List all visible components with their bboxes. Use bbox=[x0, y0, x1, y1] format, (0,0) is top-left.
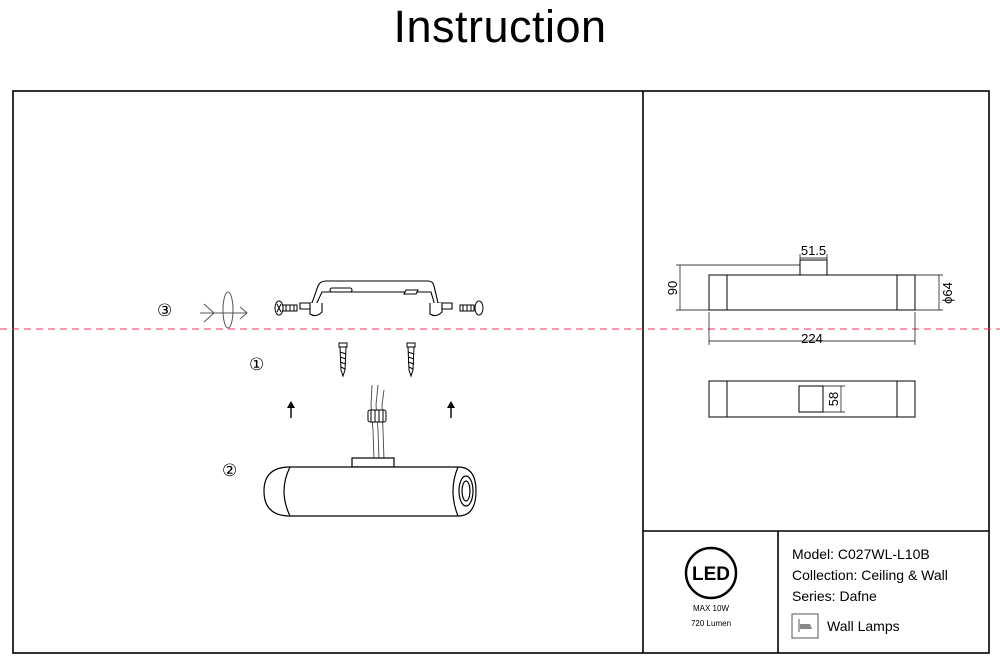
series-label: Series: Dafne bbox=[792, 588, 877, 604]
led-badge-icon: LED bbox=[684, 546, 738, 600]
wall-screw-right-icon bbox=[406, 342, 416, 378]
led-logo-text: LED bbox=[692, 564, 730, 585]
category-label: Wall Lamps bbox=[827, 618, 900, 634]
mount-height-dimension: 58 bbox=[826, 392, 841, 406]
front-view-dimension-lines bbox=[676, 254, 943, 345]
bottom-view-drawing bbox=[708, 380, 916, 418]
front-view-drawing bbox=[708, 259, 916, 311]
rotate-arrow-icon bbox=[200, 291, 248, 329]
outer-frame bbox=[12, 90, 990, 654]
lamp-body-icon bbox=[263, 457, 477, 517]
left-bracket-screw-icon bbox=[274, 300, 298, 316]
model-label: Model: C027WL-L10B bbox=[792, 546, 930, 562]
length-dimension: 224 bbox=[801, 331, 823, 346]
wire-connector-icon bbox=[367, 409, 387, 423]
up-arrow-right-icon bbox=[447, 401, 455, 418]
mounting-bracket-icon bbox=[299, 280, 453, 317]
collection-label: Collection: Ceiling & Wall bbox=[792, 567, 948, 583]
wall-screw-left-icon bbox=[338, 342, 348, 378]
top-width-dimension: 51.5 bbox=[801, 243, 826, 258]
step-three-marker: ③ bbox=[157, 301, 173, 320]
diameter-dimension: ϕ64 bbox=[940, 282, 955, 304]
page-title: Instruction bbox=[393, 1, 607, 52]
step-one-marker: ① bbox=[249, 355, 265, 374]
power-spec: MAX 10W bbox=[692, 604, 729, 613]
step-two-marker: ② bbox=[222, 461, 238, 480]
up-arrow-left-icon bbox=[287, 401, 295, 418]
height-dimension: 90 bbox=[665, 281, 680, 295]
lumen-spec: 720 Lumen bbox=[690, 619, 732, 628]
bottom-view-dimension-lines bbox=[823, 385, 845, 413]
wall-lamp-icon bbox=[791, 613, 819, 639]
right-bracket-screw-icon bbox=[459, 300, 484, 316]
